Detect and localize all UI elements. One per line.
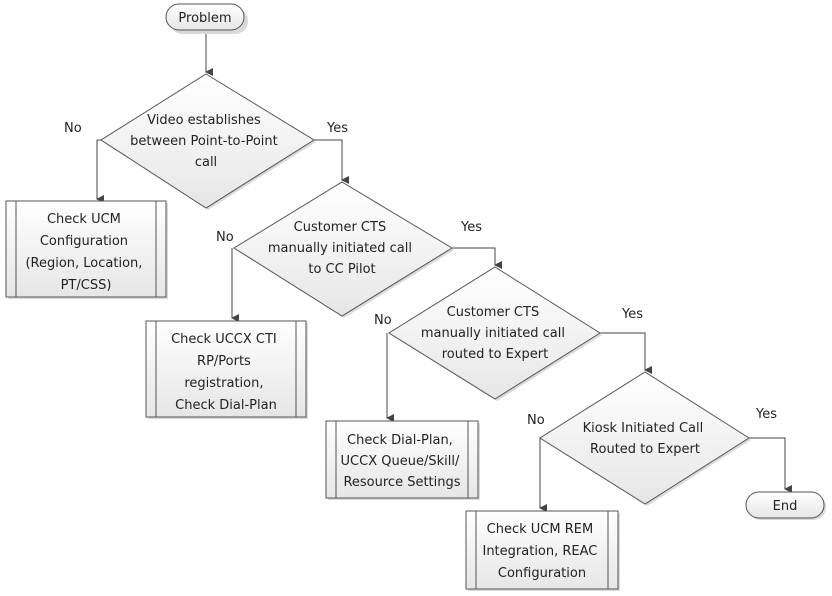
node-end-label: End bbox=[773, 499, 798, 514]
node-d4-line: Kiosk Initiated Call bbox=[583, 421, 704, 436]
node-d3-line: manually initiated call bbox=[421, 326, 565, 341]
node-start-label: Problem bbox=[178, 11, 231, 26]
node-d2[interactable]: Customer CTS manually initiated call to … bbox=[233, 181, 454, 318]
node-p3-line: UCCX Queue/Skill/ bbox=[341, 454, 460, 469]
node-p2[interactable]: Check UCCX CTI RP/Ports registration, Ch… bbox=[145, 320, 308, 419]
edge-label-d4-yes: Yes bbox=[755, 407, 777, 422]
node-d3-label: Customer CTS manually initiated call rou… bbox=[421, 305, 569, 362]
edge-label-d2-yes: Yes bbox=[460, 220, 482, 235]
node-p1-line: PT/CSS) bbox=[61, 278, 112, 293]
node-p3-line: Check Dial-Plan, bbox=[347, 433, 453, 448]
node-start[interactable]: Problem bbox=[165, 3, 248, 34]
node-p1-line: Check UCM bbox=[47, 212, 121, 227]
node-d1-line: between Point-to-Point bbox=[130, 134, 278, 149]
node-p4-line: Integration, REAC bbox=[482, 544, 597, 559]
node-p2-line: RP/Ports bbox=[197, 354, 251, 369]
node-p2-line: registration, bbox=[184, 376, 263, 391]
node-d3-line: routed to Expert bbox=[442, 347, 549, 362]
node-p4-label: Check UCM REM Integration, REAC Configur… bbox=[482, 522, 601, 581]
node-p2-label: Check UCCX CTI RP/Ports registration, Ch… bbox=[171, 332, 281, 413]
node-p1-label: Check UCM Configuration (Region, Locatio… bbox=[25, 212, 146, 293]
edge-label-d1-no: No bbox=[64, 121, 82, 136]
edge-label-d1-yes: Yes bbox=[326, 121, 348, 136]
edge-d1-yes bbox=[314, 139, 349, 184]
node-p3-label: Check Dial-Plan, UCCX Queue/Skill/ Resou… bbox=[341, 433, 464, 490]
node-d3[interactable]: Customer CTS manually initiated call rou… bbox=[388, 266, 602, 401]
node-d2-line: manually initiated call bbox=[268, 241, 412, 256]
node-p4[interactable]: Check UCM REM Integration, REAC Configur… bbox=[465, 510, 620, 591]
edge-d3-yes bbox=[600, 332, 652, 374]
node-d1-line: Video establishes bbox=[147, 113, 261, 128]
node-d4-line: Routed to Expert bbox=[590, 442, 700, 457]
node-p2-line: Check UCCX CTI bbox=[171, 332, 277, 347]
node-p2-line: Check Dial-Plan bbox=[175, 398, 277, 413]
node-p3[interactable]: Check Dial-Plan, UCCX Queue/Skill/ Resou… bbox=[325, 420, 480, 500]
node-d2-label: Customer CTS manually initiated call to … bbox=[268, 220, 416, 277]
edge-label-d3-no: No bbox=[374, 313, 392, 328]
node-p1-line: (Region, Location, bbox=[25, 256, 142, 271]
node-d4[interactable]: Kiosk Initiated Call Routed to Expert bbox=[539, 371, 751, 506]
node-d3-line: Customer CTS bbox=[447, 305, 540, 320]
connectors bbox=[96, 32, 792, 512]
node-d2-line: to CC Pilot bbox=[308, 262, 375, 277]
node-p4-line: Configuration bbox=[498, 566, 586, 581]
node-d4-label: Kiosk Initiated Call Routed to Expert bbox=[583, 421, 708, 457]
node-p1[interactable]: Check UCM Configuration (Region, Locatio… bbox=[5, 200, 168, 299]
edge-d2-yes bbox=[452, 247, 502, 269]
edge-label-d4-no: No bbox=[527, 413, 545, 428]
node-p4-line: Check UCM REM bbox=[487, 522, 594, 537]
node-d1[interactable]: Video establishes between Point-to-Point… bbox=[100, 73, 316, 210]
node-d1-label: Video establishes between Point-to-Point… bbox=[130, 113, 282, 170]
node-d1-line: call bbox=[195, 155, 217, 170]
edge-label-d2-no: No bbox=[216, 230, 234, 245]
node-p1-line: Configuration bbox=[40, 234, 128, 249]
edge-label-d3-yes: Yes bbox=[621, 307, 643, 322]
node-p3-line: Resource Settings bbox=[343, 475, 460, 490]
node-end[interactable]: End bbox=[745, 491, 826, 520]
edge-d4-yes bbox=[749, 437, 792, 493]
node-d2-line: Customer CTS bbox=[294, 220, 387, 235]
